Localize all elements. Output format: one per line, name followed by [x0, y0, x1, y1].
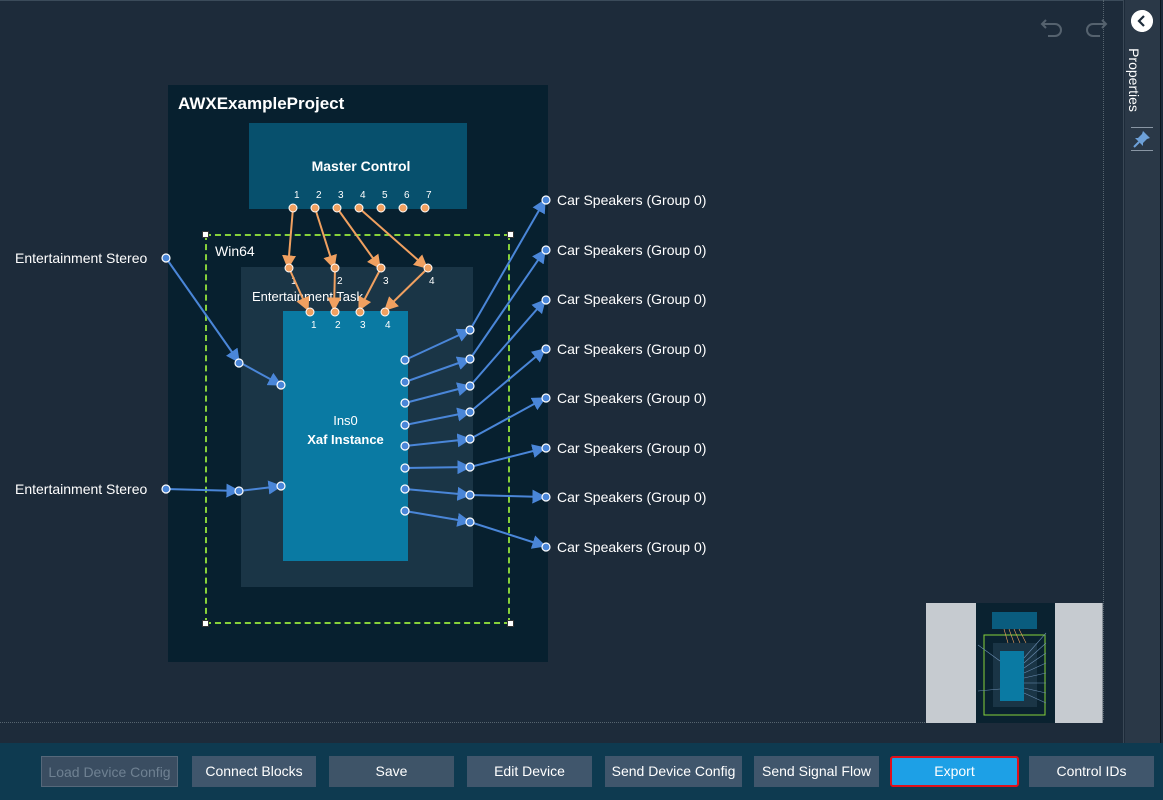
task-pin-label: 2 — [337, 276, 343, 287]
redo-icon[interactable] — [1082, 12, 1108, 38]
save-button[interactable]: Save — [329, 756, 454, 787]
control-ids-button[interactable]: Control IDs — [1029, 756, 1154, 787]
master-pin-label: 1 — [294, 190, 300, 201]
output-label[interactable]: Car Speakers (Group 0) — [557, 192, 707, 208]
task-pin-label: 3 — [383, 276, 389, 287]
pin-icon[interactable] — [1131, 127, 1153, 151]
canvas-boundary — [1103, 0, 1104, 720]
minimap[interactable] — [926, 603, 1103, 723]
resize-handle[interactable] — [507, 620, 514, 627]
instance-pin-label: 2 — [335, 320, 341, 331]
master-pin-label: 7 — [426, 190, 432, 201]
send-signal-flow-button[interactable]: Send Signal Flow — [754, 756, 879, 787]
signal-pins — [161, 195, 551, 552]
output-label[interactable]: Car Speakers (Group 0) — [557, 390, 707, 406]
xaf-instance-block[interactable] — [283, 311, 408, 561]
load-device-config-button[interactable]: Load Device Config — [41, 756, 178, 787]
master-pin-label: 2 — [316, 190, 322, 201]
output-label[interactable]: Car Speakers (Group 0) — [557, 242, 707, 258]
properties-title: Properties — [1125, 48, 1142, 112]
canvas-boundary — [0, 722, 1103, 723]
resize-handle[interactable] — [507, 231, 514, 238]
master-pin-label: 5 — [382, 190, 388, 201]
input-label[interactable]: Entertainment Stereo — [15, 250, 148, 266]
properties-tab[interactable]: Properties — [1125, 44, 1156, 124]
master-control-label: Master Control — [311, 158, 411, 174]
send-device-config-button[interactable]: Send Device Config — [605, 756, 742, 787]
input-label[interactable]: Entertainment Stereo — [15, 481, 148, 497]
resize-handle[interactable] — [202, 620, 209, 627]
export-button[interactable]: Export — [890, 756, 1019, 787]
instance-type: Xaf Instance — [307, 432, 384, 447]
master-control-block[interactable] — [249, 123, 467, 209]
instance-pin-label: 4 — [385, 320, 391, 331]
instance-name: Ins0 — [333, 413, 358, 428]
output-label[interactable]: Car Speakers (Group 0) — [557, 539, 707, 555]
wiring-layer — [161, 195, 551, 552]
resize-handle[interactable] — [202, 231, 209, 238]
properties-panel-strip — [1125, 0, 1161, 743]
win64-label: Win64 — [215, 243, 255, 259]
instance-pin-label: 3 — [360, 320, 366, 331]
undo-icon[interactable] — [1040, 12, 1066, 38]
output-label[interactable]: Car Speakers (Group 0) — [557, 291, 707, 307]
edit-device-button[interactable]: Edit Device — [467, 756, 592, 787]
instance-pin-label: 1 — [311, 320, 317, 331]
task-pin-label: 4 — [429, 276, 435, 287]
master-pin-label: 3 — [338, 190, 344, 201]
output-label[interactable]: Car Speakers (Group 0) — [557, 440, 707, 456]
master-pin-label: 4 — [360, 190, 366, 201]
connect-blocks-button[interactable]: Connect Blocks — [192, 756, 316, 787]
control-wires — [282, 207, 429, 312]
design-canvas[interactable]: AWXExampleProject Master Control 1 2 3 4… — [0, 0, 1123, 743]
project-title: AWXExampleProject — [178, 94, 345, 113]
control-pins — [284, 203, 433, 317]
chevron-left-icon[interactable] — [1131, 10, 1153, 32]
signal-wires — [165, 198, 547, 549]
output-label[interactable]: Car Speakers (Group 0) — [557, 341, 707, 357]
output-label[interactable]: Car Speakers (Group 0) — [557, 489, 707, 505]
task-pin-label: 1 — [291, 276, 297, 287]
master-pin-label: 6 — [404, 190, 410, 201]
canvas-top-border — [0, 0, 1123, 1]
